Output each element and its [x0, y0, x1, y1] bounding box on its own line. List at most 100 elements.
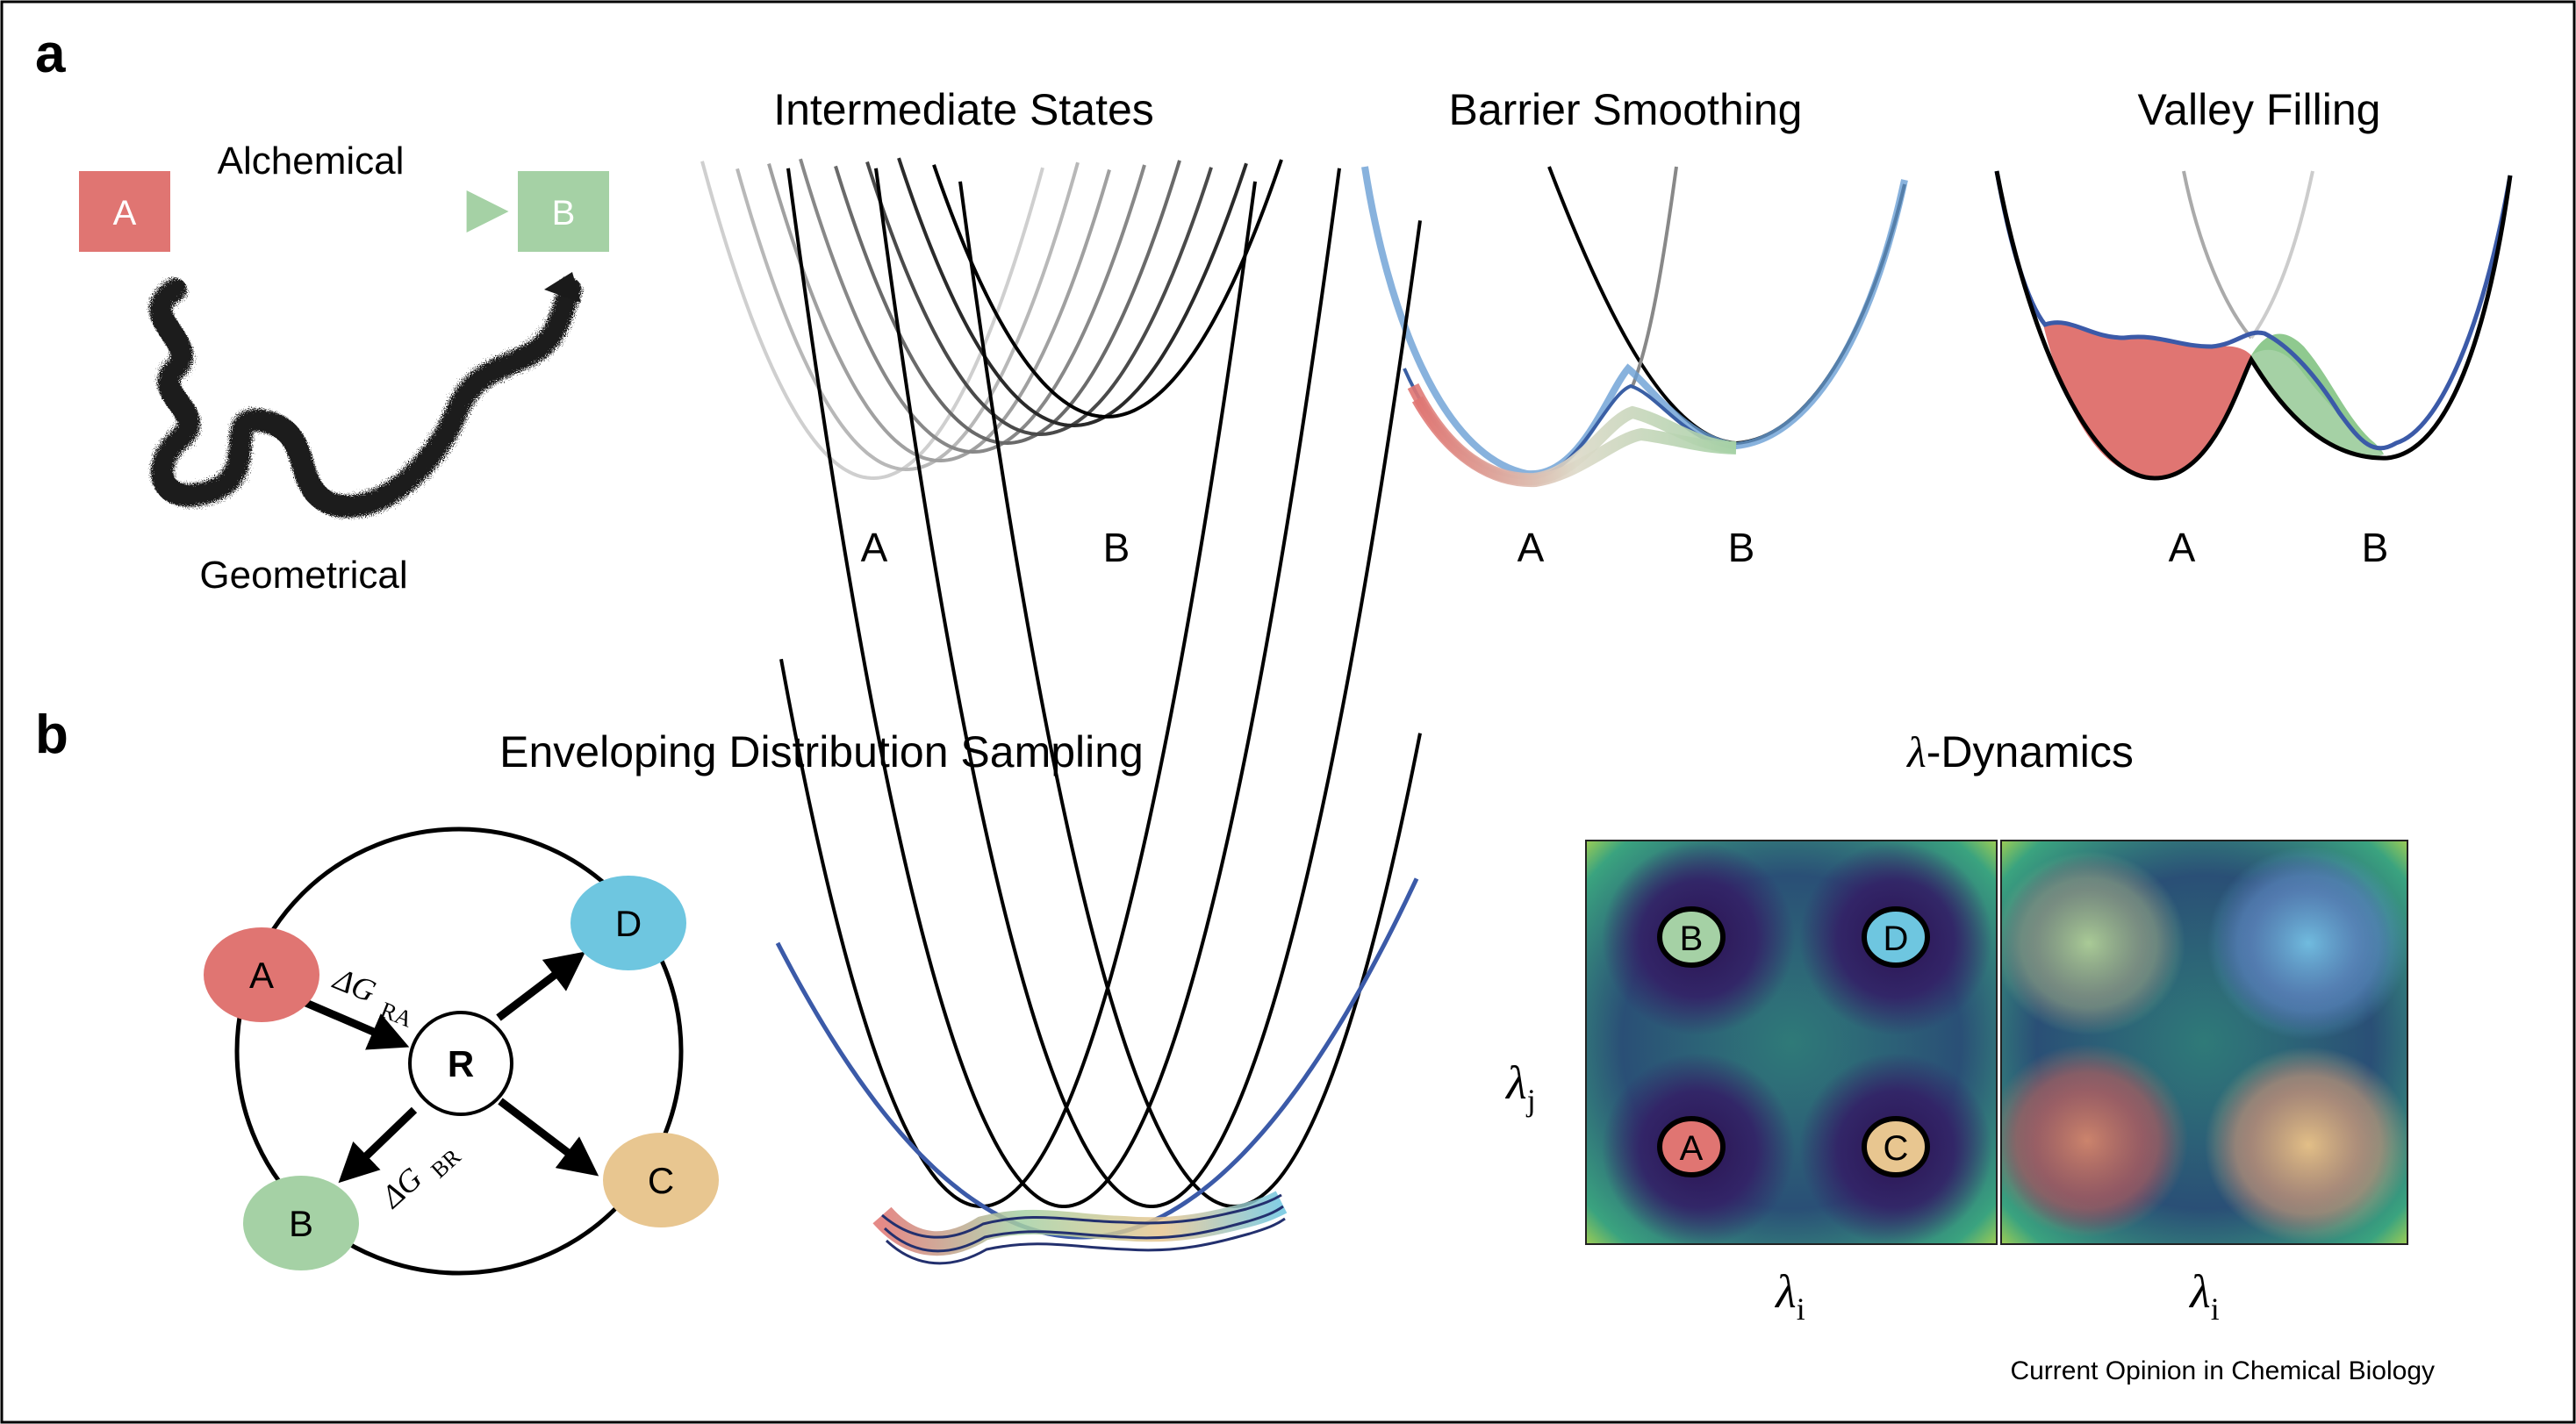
- intermediate-parabola-2: [767, 163, 1111, 463]
- lambda-title-symbol: λ: [1905, 727, 1927, 776]
- geometrical-arrow-head: [544, 272, 581, 303]
- intermediate-parabola-7: [932, 159, 1283, 419]
- lambda-y-symbol: λ: [1504, 1056, 1526, 1109]
- intermediate-parabola-0: [700, 161, 1044, 481]
- eds-panel: Enveloping Distribution Sampling A B C D…: [204, 168, 1422, 1276]
- eds-reference-node-label: R: [448, 1043, 474, 1084]
- eds-arrow-r-to-b: [338, 1106, 418, 1184]
- eds-arrow-r-to-d: [496, 951, 586, 1021]
- valley-filling-panel: Valley Filling A B: [1994, 85, 2513, 570]
- barrier-smoothed-curve-3: [1411, 396, 1737, 488]
- alchemical-label: Alchemical: [218, 140, 405, 182]
- intermediate-parabola-6: [897, 157, 1248, 428]
- intermediate-states-title: Intermediate States: [773, 85, 1154, 134]
- intermediate-axis-label-b: B: [1103, 525, 1130, 570]
- valley-biased-surface: [1994, 170, 2513, 451]
- eds-reference-node: [408, 1011, 513, 1116]
- geometrical-label: Geometrical: [199, 554, 407, 597]
- eds-arrow-r-to-c: [498, 1098, 599, 1177]
- eds-end-state-parabola-2: [874, 168, 1422, 1208]
- lambda-dynamics-panel: λ-Dynamics B D A C: [1504, 727, 2408, 1327]
- eds-reference-band: [872, 1191, 1288, 1256]
- eds-parabolas: [775, 168, 1422, 1240]
- lambda-dynamics-title: λ-Dynamics: [1905, 727, 2134, 776]
- barrier-smoothing-panel: Barrier Smoothing A B: [1361, 85, 1908, 570]
- lambda-x-sub-left: i: [1797, 1292, 1805, 1327]
- alchemical-geometrical-schematic: A B Alchemical Geometrical: [79, 140, 609, 597]
- lambda-x-sub-right: i: [2211, 1292, 2220, 1327]
- geometrical-path: [149, 278, 582, 518]
- state-b-box: [518, 171, 609, 252]
- sample-cloud-green: [2001, 851, 2185, 1035]
- barrier-parabola-b: [1547, 166, 1906, 446]
- eds-dg-ra-label: ΔG RA: [327, 961, 416, 1033]
- panel-label-b: b: [35, 705, 68, 765]
- intermediate-states-panel: Intermediate States A B: [700, 85, 1283, 570]
- eds-reference-circle: [234, 826, 684, 1276]
- eds-arrow-a-to-r: [288, 991, 410, 1050]
- eds-node-c: [603, 1133, 719, 1227]
- eds-reference-envelope: [775, 877, 1419, 1240]
- eds-title: Enveloping Distribution Sampling: [499, 727, 1144, 776]
- valley-axis-label-b: B: [2362, 525, 2389, 570]
- valley-gray-curve-1: [2182, 170, 2253, 340]
- lambda-node-a: [1657, 1116, 1726, 1177]
- lambda-x-symbol-right: λ: [2188, 1265, 2210, 1318]
- barrier-axis-label-b: B: [1728, 525, 1755, 570]
- dg-ra-sub: RA: [377, 997, 416, 1033]
- state-a-box: [79, 171, 170, 252]
- lambda-x-axis-label-right: λi: [2188, 1265, 2219, 1327]
- lambda-node-c: [1862, 1116, 1930, 1177]
- intermediate-states-curves: [700, 157, 1283, 481]
- state-a-label: A: [113, 194, 137, 233]
- lambda-node-b-label: B: [1680, 920, 1704, 958]
- lambda-landscape-left: [1586, 841, 1997, 1244]
- intermediate-parabola-4: [834, 160, 1181, 446]
- eds-node-a-label: A: [249, 955, 274, 996]
- intermediate-parabola-1: [735, 161, 1080, 472]
- sample-cloud-red: [2001, 1044, 2188, 1237]
- eds-envelope-3: [885, 1217, 1286, 1265]
- journal-credit: Current Opinion in Chemical Biology: [2010, 1356, 2435, 1385]
- eds-node-c-label: C: [648, 1160, 674, 1201]
- barrier-gray-curve: [1631, 166, 1678, 387]
- valley-gray-curve-2: [2250, 170, 2314, 340]
- intermediate-parabola-3: [799, 158, 1146, 454]
- lambda-title-rest: -Dynamics: [1927, 727, 2134, 776]
- eds-envelope-1: [881, 1193, 1282, 1239]
- eds-end-state-parabola-3: [958, 181, 1422, 1209]
- valley-axis-label-a: A: [2169, 525, 2196, 570]
- lambda-landscape-left-frame: [1585, 840, 1998, 1245]
- valley-filling-title: Valley Filling: [2138, 85, 2381, 134]
- eds-node-b-label: B: [289, 1203, 313, 1244]
- eds-dg-br-label: ΔG BR: [373, 1143, 466, 1216]
- lambda-landscape-right-frame: [2000, 840, 2408, 1245]
- lambda-x-symbol-left: λ: [1774, 1265, 1796, 1318]
- lambda-node-a-label: A: [1680, 1129, 1704, 1168]
- sample-cloud-tan: [2205, 1047, 2407, 1243]
- intermediate-parabola-5: [865, 161, 1213, 437]
- eds-end-state-parabola-1: [786, 168, 1341, 1208]
- barrier-smoothing-title: Barrier Smoothing: [1449, 85, 1803, 134]
- barrier-envelope-curve: [1361, 166, 1908, 478]
- dg-br-sub: BR: [426, 1143, 466, 1183]
- eds-node-d-label: D: [615, 903, 642, 944]
- eds-node-a: [204, 927, 319, 1022]
- lambda-node-c-label: C: [1884, 1129, 1909, 1168]
- barrier-axis-label-a: A: [1518, 525, 1545, 570]
- state-b-label: B: [552, 194, 576, 233]
- panel-label-a: a: [35, 24, 66, 84]
- intermediate-axis-label-a: A: [861, 525, 888, 570]
- lambda-node-b: [1657, 906, 1726, 968]
- eds-node-b: [243, 1176, 359, 1270]
- eds-end-state-parabola-0: [779, 181, 1257, 1209]
- sample-cloud-blue: [2207, 847, 2407, 1040]
- eds-envelope-2: [883, 1205, 1284, 1253]
- lambda-landscape-right: [2001, 841, 2407, 1244]
- lambda-node-d-label: D: [1884, 920, 1909, 958]
- valley-base-potential: [1994, 170, 2513, 481]
- dg-br-main: ΔG: [373, 1161, 428, 1216]
- lambda-node-d: [1862, 906, 1930, 968]
